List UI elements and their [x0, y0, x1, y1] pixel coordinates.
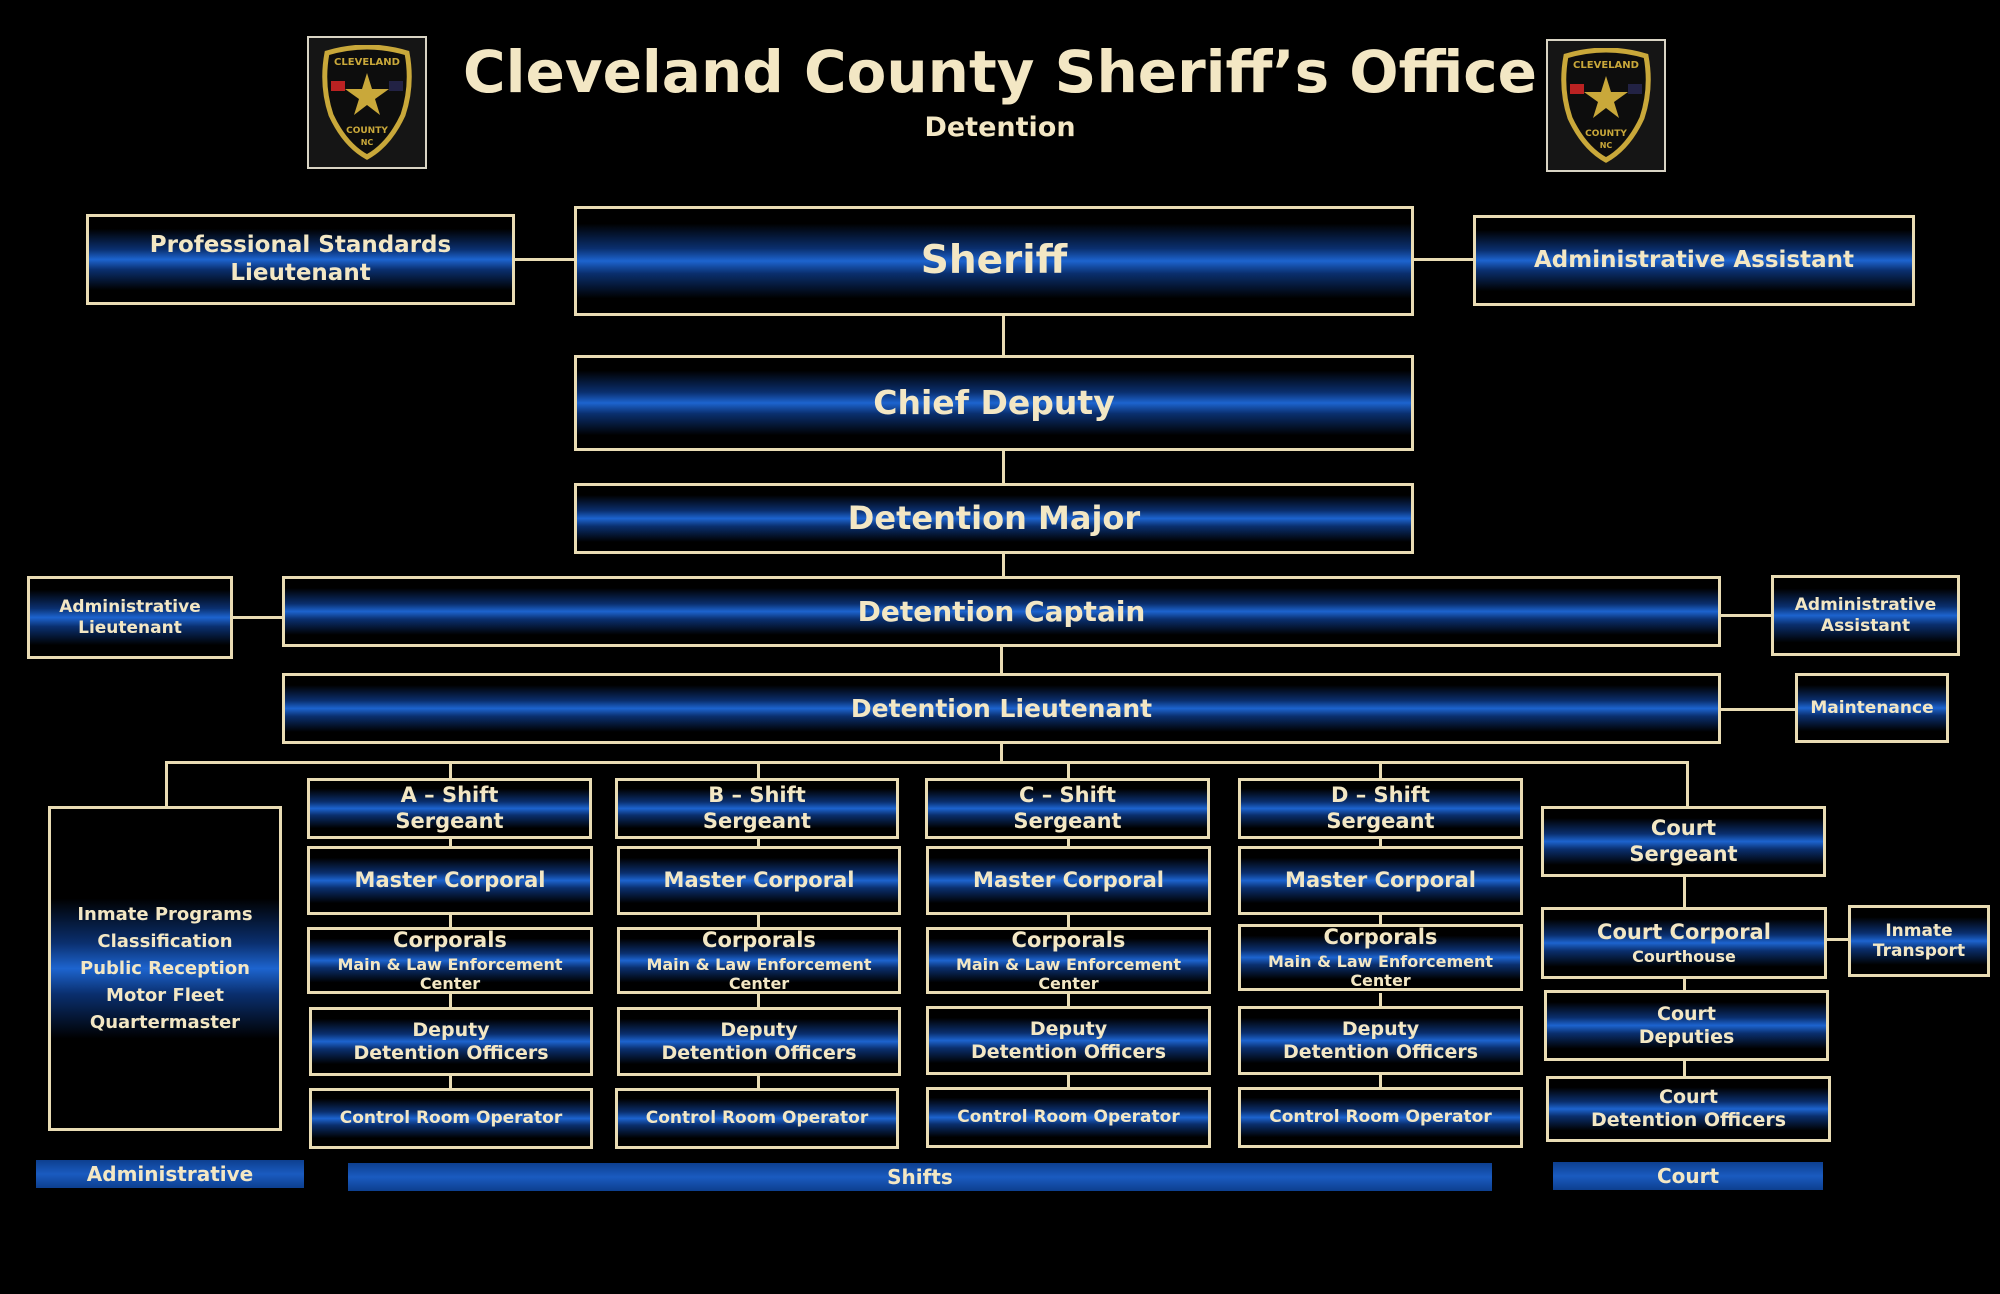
connector-line	[757, 838, 760, 848]
admin-item: Quartermaster	[89, 1012, 241, 1033]
administrative-assistant-box: Administrative Assistant	[1473, 215, 1915, 306]
connector-line	[1683, 976, 1686, 992]
administrative-functions-box: Inmate Programs Classification Public Re…	[48, 806, 282, 1131]
connector-line	[1413, 258, 1475, 261]
connector-line	[1067, 914, 1070, 929]
svg-text:CLEVELAND: CLEVELAND	[1573, 60, 1639, 71]
connector-line	[514, 258, 576, 261]
connector-line	[1718, 614, 1772, 617]
administrative-band: Administrative	[36, 1160, 304, 1188]
connector-line	[1379, 993, 1382, 1009]
d-shift-master-corporal-box: Master Corporal	[1238, 846, 1523, 915]
svg-text:CLEVELAND: CLEVELAND	[334, 57, 400, 68]
connector-line	[449, 761, 452, 780]
svg-text:COUNTY: COUNTY	[1585, 129, 1627, 139]
connector-line	[757, 993, 760, 1009]
connector-line	[1067, 1075, 1070, 1090]
admin-item: Inmate Programs	[77, 904, 253, 925]
page-subtitle: Detention	[924, 112, 1076, 143]
page-title: Cleveland County Sheriff’s Office	[463, 38, 1537, 106]
svg-text:NC: NC	[361, 138, 374, 147]
shifts-band: Shifts	[348, 1163, 1492, 1191]
admin-item: Classification	[97, 931, 233, 952]
detention-captain-box: Detention Captain	[282, 576, 1721, 647]
connector-line	[757, 761, 760, 780]
connector-line	[1683, 1057, 1686, 1079]
b-shift-master-corporal-box: Master Corporal	[617, 846, 901, 915]
connector-line	[1002, 552, 1005, 578]
a-shift-control-room-box: Control Room Operator	[309, 1088, 593, 1149]
sheriff-badge-right: CLEVELAND COUNTY NC	[1546, 39, 1666, 172]
c-shift-control-room-box: Control Room Operator	[926, 1087, 1211, 1148]
branch-line	[165, 761, 1689, 764]
b-shift-control-room-box: Control Room Operator	[615, 1088, 899, 1149]
connector-line	[1686, 761, 1689, 806]
d-shift-control-room-box: Control Room Operator	[1238, 1087, 1523, 1148]
connector-line	[1683, 874, 1686, 910]
a-shift-master-corporal-box: Master Corporal	[307, 846, 593, 915]
connector-line	[1379, 761, 1382, 780]
connector-line	[1000, 645, 1003, 675]
connector-line	[449, 1075, 452, 1090]
connector-line	[757, 1075, 760, 1090]
connector-line	[1067, 838, 1070, 848]
connector-line	[1067, 993, 1070, 1009]
chief-deputy-box: Chief Deputy	[574, 355, 1414, 451]
svg-text:NC: NC	[1600, 141, 1613, 150]
court-band: Court	[1553, 1162, 1823, 1190]
connector-line	[449, 993, 452, 1009]
detention-lieutenant-box: Detention Lieutenant	[282, 673, 1721, 744]
connector-line	[1002, 450, 1005, 485]
connector-line	[449, 914, 452, 929]
connector-line	[1000, 742, 1003, 763]
sheriff-badge-icon: CLEVELAND COUNTY NC	[1561, 47, 1651, 163]
sheriff-badge-left: CLEVELAND COUNTY NC	[307, 36, 427, 169]
connector-line	[1718, 708, 1798, 711]
professional-standards-lieutenant-box: Professional Standards Lieutenant	[86, 214, 515, 305]
sheriff-badge-icon: CLEVELAND COUNTY NC	[322, 44, 412, 160]
sheriff-box: Sheriff	[574, 206, 1414, 316]
connector-line	[165, 761, 168, 808]
c-shift-master-corporal-box: Master Corporal	[926, 846, 1211, 915]
connector-line	[757, 914, 760, 929]
connector-line	[1067, 761, 1070, 780]
connector-line	[1826, 938, 1851, 941]
connector-line	[1002, 315, 1005, 357]
admin-item: Motor Fleet	[106, 985, 224, 1006]
detention-major-box: Detention Major	[574, 483, 1414, 554]
connector-line	[231, 616, 285, 619]
maintenance-box: Maintenance	[1795, 673, 1949, 743]
svg-text:COUNTY: COUNTY	[346, 126, 388, 136]
admin-item: Public Reception	[80, 958, 250, 979]
connector-line	[1379, 1075, 1382, 1090]
connector-line	[1379, 914, 1382, 929]
connector-line	[1379, 838, 1382, 848]
connector-line	[449, 838, 452, 848]
